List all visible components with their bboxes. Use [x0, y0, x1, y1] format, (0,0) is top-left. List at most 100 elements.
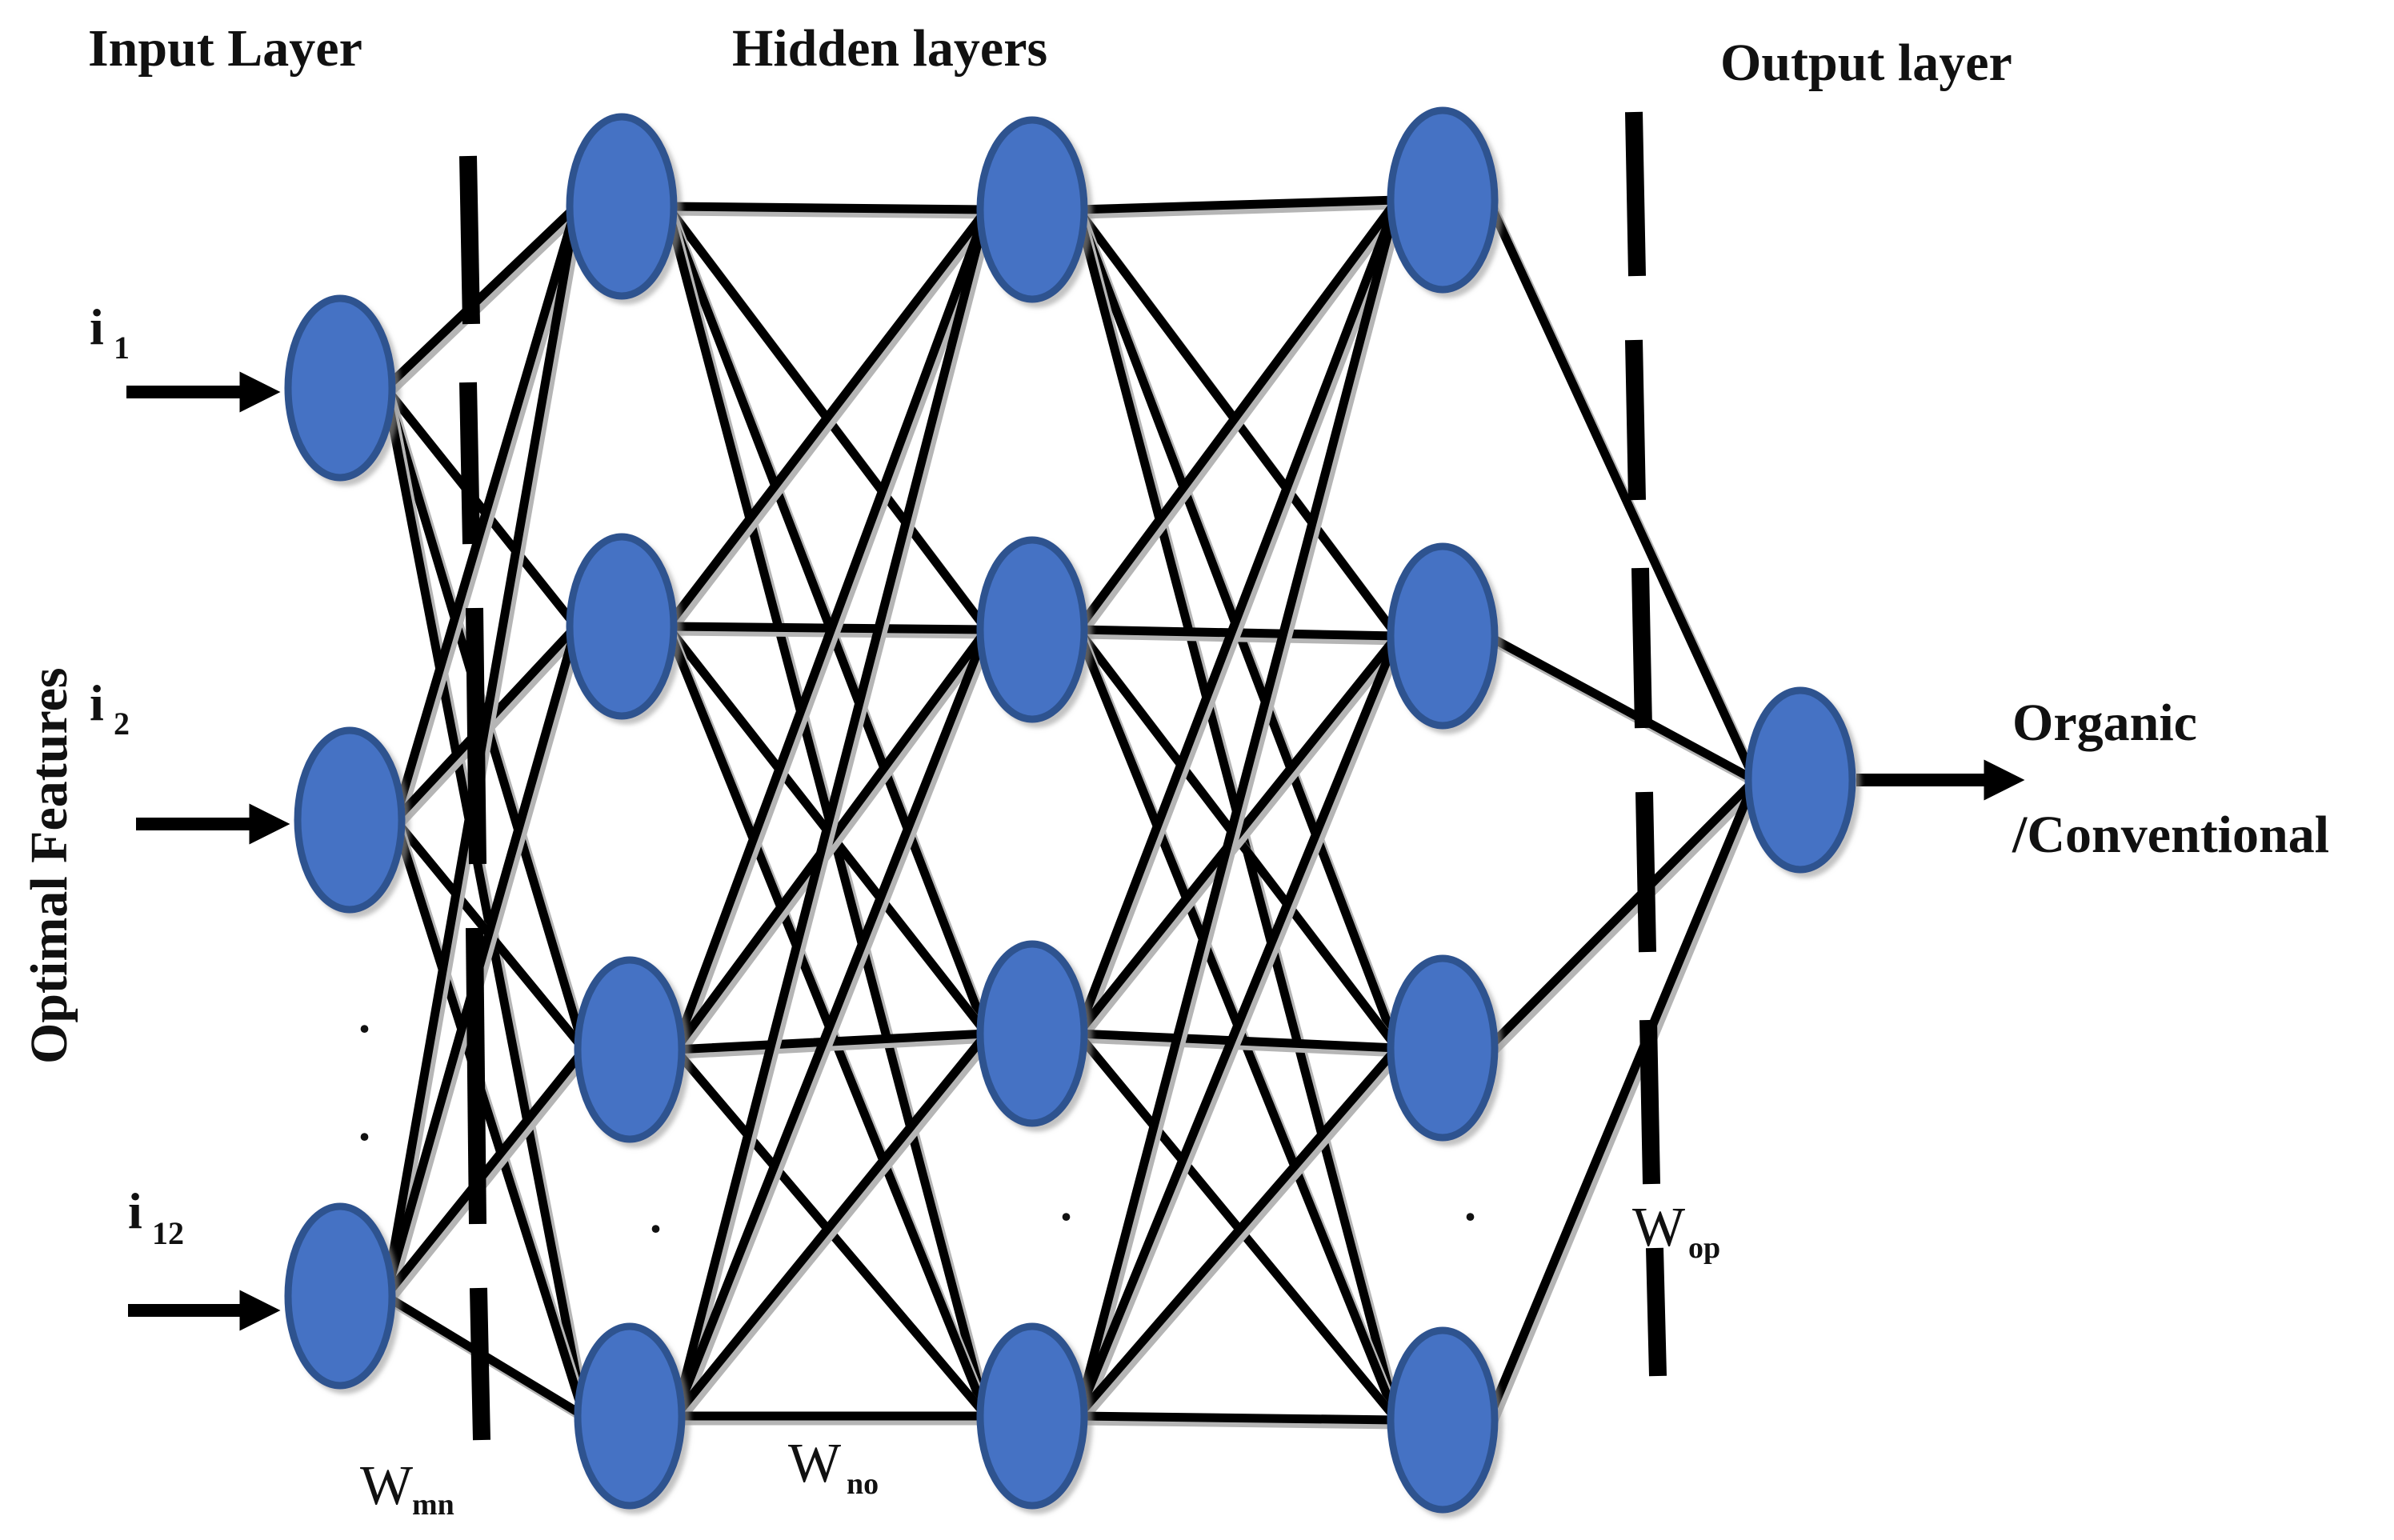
hidden1-node: [566, 533, 678, 720]
weight-label-main: W: [360, 1455, 413, 1517]
hidden1-node: [566, 113, 678, 300]
connection-edge: [1073, 195, 1402, 634]
connection-edge: [663, 202, 991, 1038]
connection-edge: [663, 205, 991, 631]
input-label-main: i: [90, 298, 104, 355]
connection-edge-shadow: [1077, 1048, 1406, 1426]
weight-separator: [459, 382, 480, 545]
input-label-main: i: [128, 1182, 142, 1239]
hidden3-node: [1387, 1326, 1499, 1514]
weight-separator: [1646, 1247, 1667, 1377]
connection-edge: [663, 202, 991, 214]
hidden2-node: [976, 940, 1088, 1127]
weight-separator: [1625, 339, 1646, 501]
weight-label-sub: mn: [412, 1488, 454, 1522]
connection-edge-shadow: [1487, 780, 1763, 1058]
connection-edge: [1073, 1043, 1402, 1421]
connection-edge: [1073, 195, 1402, 1421]
input-label-i2: i 2: [90, 674, 130, 742]
connection-edge: [1073, 195, 1402, 1038]
connection-edges: [381, 195, 1763, 1430]
input-label-sub: 2: [114, 706, 130, 742]
connection-edge: [1483, 195, 1759, 785]
input-node: [284, 1202, 396, 1390]
connection-edge: [1073, 1411, 1402, 1425]
weight-label-main: W: [788, 1433, 841, 1494]
connection-edge-shadow: [385, 1050, 593, 1306]
connection-edge-shadow: [385, 206, 585, 398]
connection-edge-shadow: [1077, 636, 1406, 1426]
hidden1-node: [574, 1322, 686, 1510]
weight-separator: [1639, 1019, 1660, 1185]
input-label-sub: 12: [152, 1215, 184, 1251]
ellipsis-dot: .: [1060, 1178, 1072, 1230]
connection-edge-shadow: [675, 1034, 995, 1059]
weight-separators: [459, 111, 1667, 1441]
connection-edge: [1483, 631, 1759, 785]
output-node: [1744, 686, 1856, 874]
weight-separator: [466, 607, 486, 865]
hidden-layers-title: Hidden layers: [732, 19, 1047, 78]
connection-edge-shadow: [675, 630, 995, 1059]
weight-label-main: W: [1632, 1197, 1685, 1258]
connection-edge: [671, 205, 991, 1054]
connection-edge: [671, 625, 991, 1421]
connection-edge-shadow: [675, 210, 995, 1059]
input-label-i1: i 1: [90, 298, 130, 366]
weight-separator: [459, 155, 480, 325]
hidden1-node: [574, 956, 686, 1143]
connection-edge: [381, 202, 581, 393]
connection-edge-shadow: [667, 206, 995, 219]
io-arrows: [126, 371, 2025, 1331]
input-node: [284, 294, 396, 482]
hidden3-node: [1387, 106, 1499, 294]
connection-edge: [1483, 775, 1759, 1053]
connection-edge: [1073, 195, 1402, 214]
connection-edge: [1073, 631, 1402, 1421]
weight-separator: [1625, 111, 1646, 277]
hidden2-node: [976, 536, 1088, 723]
neuron-nodes: [284, 106, 1856, 1514]
weight-label-sub: no: [847, 1467, 879, 1501]
connection-edge-shadow: [385, 626, 585, 1306]
connection-edge-shadow: [667, 210, 995, 636]
weight-separator: [1631, 567, 1652, 729]
connection-edge: [381, 383, 581, 631]
connection-edge-shadow: [675, 1034, 995, 1426]
optimal-features-label: Optimal Features: [20, 667, 78, 1064]
connection-edge: [381, 383, 589, 1421]
connection-edge-shadow: [675, 630, 995, 1426]
connection-edge: [1483, 775, 1759, 1425]
weight-label-wno: W no: [788, 1433, 879, 1501]
hidden2-node: [976, 116, 1088, 303]
connection-edge: [671, 205, 991, 1421]
connection-edge-shadow: [1487, 780, 1763, 1430]
weight-separator: [470, 1287, 490, 1441]
weight-label-wmn: W mn: [360, 1455, 454, 1522]
weight-separator: [466, 927, 486, 1225]
input-label-main: i: [90, 674, 104, 731]
connection-edge-shadow: [1077, 1416, 1406, 1430]
connection-edge-shadow: [1077, 200, 1406, 1426]
ellipsis-dot: .: [1464, 1178, 1476, 1230]
output-layer-title: Output layer: [1720, 34, 2012, 92]
input-label-sub: 1: [114, 330, 130, 366]
weight-label-sub: op: [1688, 1231, 1720, 1265]
output-label-line2: /Conventional: [2012, 806, 2329, 864]
connection-edge: [671, 1029, 991, 1421]
connection-edge-shadow: [1077, 200, 1406, 219]
hidden3-node: [1387, 542, 1499, 730]
input-label-i12: i 12: [128, 1182, 184, 1251]
connection-edge-shadow: [1077, 630, 1406, 646]
input-layer-title: Input Layer: [88, 19, 362, 78]
connection-edge-shadow: [1077, 200, 1406, 639]
hidden2-node: [976, 1322, 1088, 1510]
connection-edge-shadow: [675, 210, 995, 1426]
connection-edge-shadow: [1077, 200, 1406, 1043]
weight-label-wop: W op: [1632, 1197, 1720, 1265]
ellipsis-dot: .: [650, 1190, 662, 1242]
connection-edge: [390, 815, 589, 1421]
connection-edge-shadow: [1077, 636, 1406, 1043]
